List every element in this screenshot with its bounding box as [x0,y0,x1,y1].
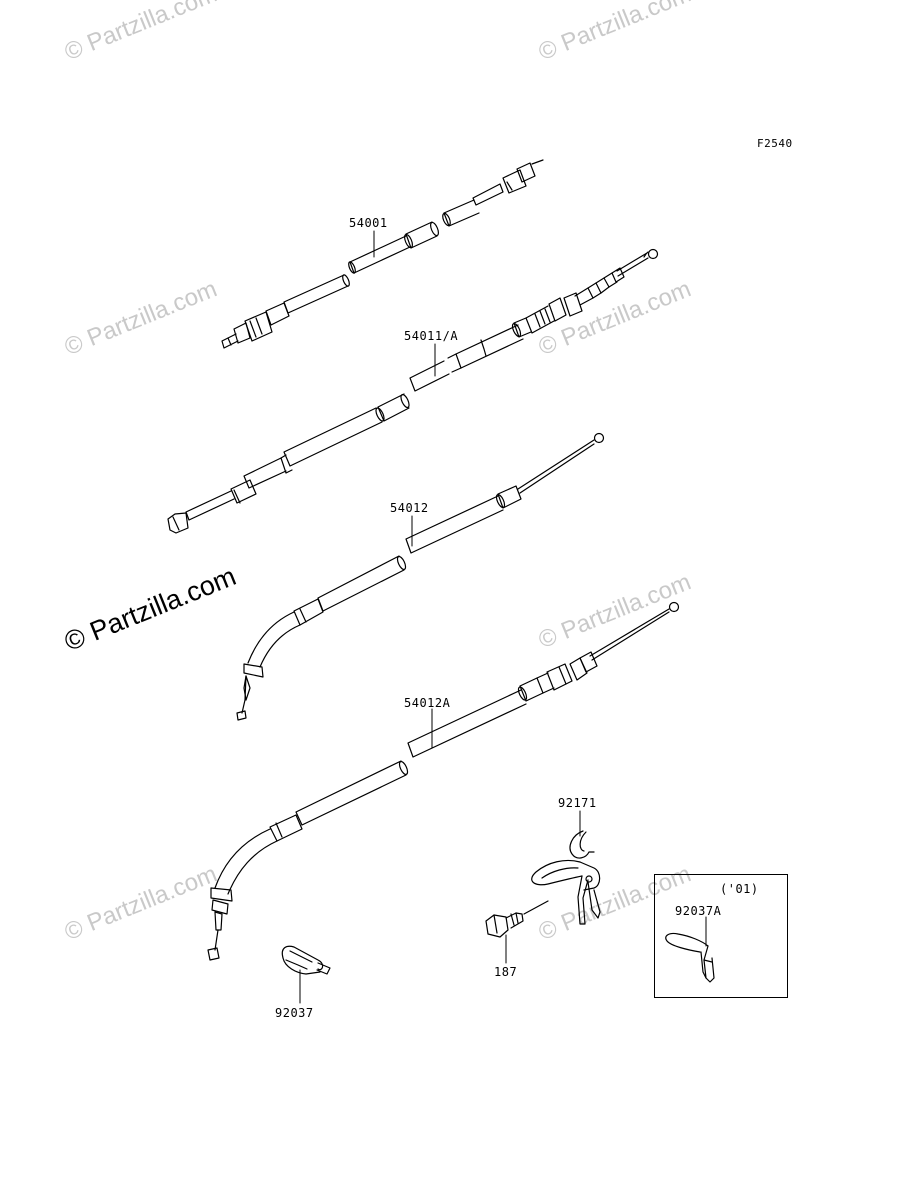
part-label-92037[interactable]: 92037 [275,1006,314,1020]
throttle-cable-open [236,432,605,721]
part-label-92171[interactable]: 92171 [558,796,597,810]
clamp-part [281,945,331,975]
figure-code: F2540 [757,137,793,150]
variant-clamp-part [665,932,715,983]
variant-note: ('01) [720,882,759,896]
part-label-92037a[interactable]: 92037A [675,904,722,918]
part-label-187[interactable]: 187 [494,965,518,979]
bolt-part [485,900,549,938]
part-label-54012a[interactable]: 54012A [404,696,451,710]
bracket-part [531,830,601,925]
throttle-cable-close [207,601,680,961]
part-label-54012[interactable]: 54012 [390,501,429,515]
variant-box [654,874,788,998]
part-label-54001[interactable]: 54001 [349,216,388,230]
speedometer-cable [221,159,544,349]
leader-lines [299,230,707,1004]
part-label-54011a[interactable]: 54011/A [404,329,459,343]
clutch-cable [167,248,659,534]
